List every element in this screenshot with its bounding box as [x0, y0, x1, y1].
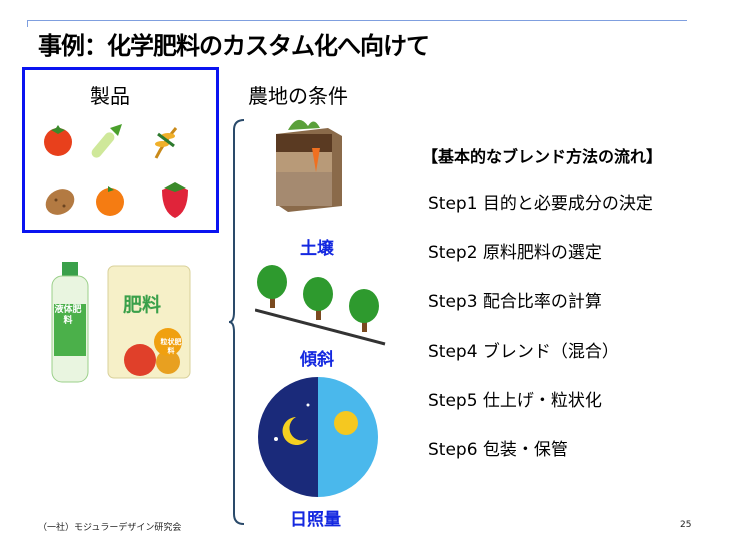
process-step: Step3 配合比率の計算: [428, 292, 602, 312]
green-onion-icon: [91, 124, 122, 158]
slope-image: [255, 265, 386, 346]
process-step: Step6 包装・保管: [428, 440, 568, 460]
products-label: 製品: [90, 84, 130, 108]
process-header: 【基本的なブレンド方法の流れ】: [422, 147, 663, 166]
bracket: [228, 119, 245, 525]
title-rule-tick: [27, 20, 28, 27]
title-rule: [27, 20, 687, 21]
wheat-icon: [154, 127, 178, 159]
process-step: Step4 ブレンド（混合）: [428, 342, 619, 362]
strawberry-icon: [162, 182, 188, 218]
sunlight-image: [258, 377, 378, 497]
process-step: Step1 目的と必要成分の決定: [428, 194, 653, 214]
slope-label: 傾斜: [300, 350, 334, 370]
slide-title: 事例：化学肥料のカスタム化へ向けて: [38, 32, 430, 60]
product-icons: [44, 124, 188, 218]
bag-text: 肥料: [123, 294, 162, 316]
process-step: Step2 原料肥料の選定: [428, 243, 602, 263]
orange-icon: [96, 186, 124, 216]
page-number: 25: [680, 520, 692, 530]
footer-org: （一社）モジュラーデザイン研究会: [38, 523, 182, 533]
farm-conditions-label: 農地の条件: [248, 84, 348, 108]
fertilizer-image: [51, 262, 191, 383]
process-step: Step5 仕上げ・粒状化: [428, 391, 602, 411]
potato-icon: [45, 189, 75, 215]
soil-label: 土壌: [300, 239, 334, 259]
sunlight-label: 日照量: [290, 510, 341, 530]
soil-image: [276, 119, 342, 212]
bag-badge: 粒状肥料: [160, 338, 182, 355]
bottle-text: 液体肥料: [54, 305, 82, 326]
tomato-icon: [44, 125, 72, 156]
products-box: [22, 67, 219, 233]
